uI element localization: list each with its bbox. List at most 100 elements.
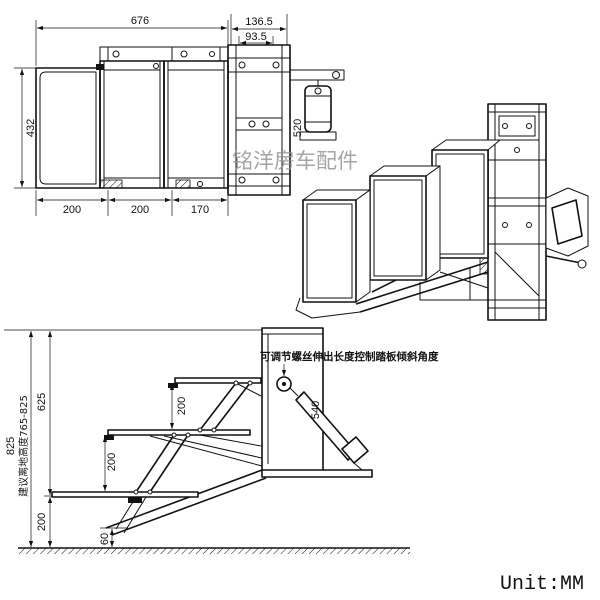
step-panel-middle bbox=[99, 60, 165, 189]
bolt-icon bbox=[238, 176, 246, 184]
dim-label-segment-2: 200 bbox=[131, 204, 149, 216]
actuator-bracket bbox=[353, 462, 363, 471]
dim-label-total-height: 825 bbox=[5, 437, 17, 455]
hinge-block bbox=[96, 64, 104, 70]
step-panel-outer bbox=[35, 67, 101, 189]
step-top-face bbox=[431, 139, 501, 151]
pivot-icon bbox=[211, 427, 217, 433]
step-bracket bbox=[168, 383, 178, 388]
bolt-icon bbox=[526, 123, 532, 129]
perspective-housing bbox=[487, 103, 547, 321]
lower-strut bbox=[105, 469, 267, 536]
step-panel-outer-inner-edge bbox=[39, 71, 97, 185]
step-front-inner-edge bbox=[306, 203, 353, 299]
motor-bracket bbox=[290, 69, 345, 81]
extension-lines bbox=[35, 20, 229, 66]
bolt-icon bbox=[502, 222, 508, 228]
motor-body-bands bbox=[305, 80, 331, 123]
extension-lines bbox=[35, 190, 229, 216]
bolt-icon bbox=[262, 120, 270, 128]
unit-label: Unit:MM bbox=[500, 573, 584, 596]
dim-label-mount-inner: 93.5 bbox=[245, 31, 266, 43]
dim-label-step-rise-top: 200 bbox=[176, 397, 188, 415]
hinge-block bbox=[99, 179, 123, 189]
bolt-icon bbox=[112, 50, 120, 58]
extension-lines bbox=[238, 36, 274, 45]
perspective-housing-crossbars bbox=[488, 111, 546, 309]
watermark-text: 铭洋房车配件 bbox=[232, 149, 358, 173]
dim-label-housing-length: 520 bbox=[292, 119, 304, 137]
perspective-mount-box bbox=[498, 115, 536, 137]
frame-support-arms bbox=[149, 382, 263, 467]
side-step-middle bbox=[107, 429, 251, 436]
motor-shaft-end bbox=[332, 71, 340, 79]
dimension-mount-outer: 136.5 bbox=[230, 14, 288, 45]
mount-housing-rails bbox=[228, 45, 290, 195]
step-side-face bbox=[425, 165, 441, 281]
bolt-icon bbox=[526, 222, 532, 228]
dimension-bottom-gap: 60 bbox=[99, 527, 128, 547]
top-view: 676 136.5 93.5 432 520 200 200 170 bbox=[14, 14, 345, 216]
dimension-total-height: 825 bbox=[5, 331, 34, 547]
dim-label-step-rise-middle: 200 bbox=[106, 453, 118, 471]
adjust-screw-center bbox=[282, 382, 286, 386]
bolt-icon bbox=[272, 176, 280, 184]
perspective-step-middle bbox=[369, 165, 441, 281]
dimension-segments: 200 200 170 bbox=[35, 190, 229, 216]
dim-label-overall-width: 676 bbox=[131, 15, 149, 27]
dim-label-mount-outer: 136.5 bbox=[245, 16, 273, 28]
dim-label-upper-height: 625 bbox=[36, 393, 48, 411]
perspective-step-lower bbox=[302, 189, 371, 303]
pivot-icon bbox=[185, 432, 191, 438]
bolt-icon bbox=[153, 63, 159, 69]
step-bracket bbox=[104, 435, 114, 440]
bolt-icon bbox=[502, 123, 508, 129]
dim-label-lower-height: 200 bbox=[36, 513, 48, 531]
motor-mount-plate bbox=[299, 131, 337, 141]
dimension-lower-height: 200 bbox=[36, 497, 53, 547]
side-view: 825 建议离地高度765-825 625 200 60 bbox=[4, 327, 439, 554]
side-step-top bbox=[174, 377, 262, 384]
clearance-note: 建议离地高度765-825 bbox=[17, 395, 30, 497]
bolt-icon bbox=[248, 120, 256, 128]
step-front-inner-edge bbox=[373, 179, 423, 277]
perspective-view bbox=[295, 103, 589, 321]
dimension-mount-inner: 93.5 bbox=[238, 31, 274, 46]
extension-lines bbox=[14, 67, 36, 189]
hinge-block bbox=[175, 179, 191, 189]
bolt-icon bbox=[514, 147, 520, 153]
dim-label-depth: 432 bbox=[25, 119, 37, 137]
bolt-icon bbox=[180, 50, 188, 58]
side-step-lower bbox=[51, 491, 199, 498]
step-front-face bbox=[302, 199, 357, 303]
dimension-overall-width: 676 bbox=[35, 15, 229, 66]
perspective-link-braces bbox=[295, 268, 489, 319]
pivot-icon bbox=[197, 427, 203, 433]
bolt-icon bbox=[272, 61, 280, 69]
step-front-face bbox=[369, 175, 427, 281]
dim-label-bottom-gap: 60 bbox=[99, 533, 111, 545]
pivot-icon bbox=[247, 380, 253, 386]
middle-link-arms bbox=[135, 434, 189, 493]
upper-link-arms bbox=[199, 382, 251, 431]
ground-hatch bbox=[18, 548, 410, 554]
side-frame bbox=[261, 327, 324, 471]
side-frame-rail bbox=[262, 333, 323, 464]
dimension-depth: 432 bbox=[14, 67, 37, 189]
dimension-step-rise-middle: 200 bbox=[102, 436, 118, 491]
pivot-icon bbox=[133, 489, 139, 495]
step-side-face bbox=[355, 189, 371, 303]
bolt-icon bbox=[209, 51, 215, 57]
step-bracket bbox=[128, 497, 142, 503]
pivot-icon bbox=[147, 489, 153, 495]
perspective-motor-body bbox=[551, 199, 583, 245]
dim-label-frame-height: 540 bbox=[310, 401, 322, 419]
dimension-step-rise-top: 200 bbox=[169, 384, 188, 429]
step-panel-middle-rails bbox=[103, 61, 161, 188]
perspective-motor bbox=[545, 187, 589, 269]
perspective-motor-shaft-end bbox=[577, 259, 587, 269]
step-panel-inner bbox=[163, 60, 229, 189]
dim-label-segment-1: 200 bbox=[63, 204, 81, 216]
extension-lines bbox=[230, 14, 288, 45]
